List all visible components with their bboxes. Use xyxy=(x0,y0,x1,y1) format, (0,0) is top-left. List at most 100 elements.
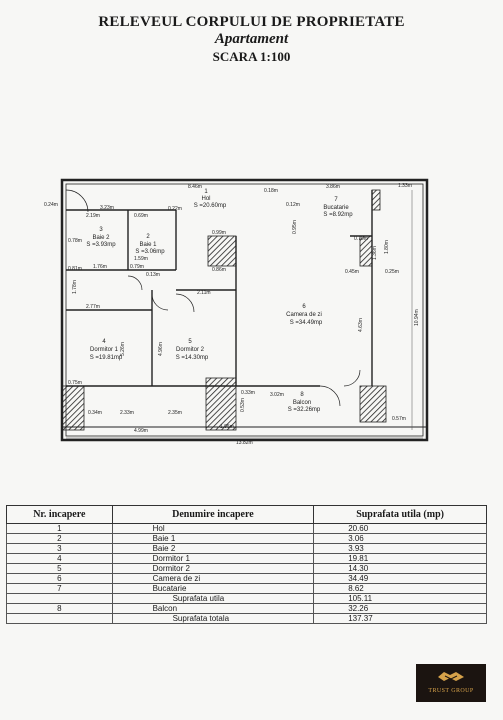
dim-label: 10.94m xyxy=(414,309,420,326)
room-name: Dormitor 1 xyxy=(90,347,119,353)
document-scale: SCARA 1:100 xyxy=(212,49,291,64)
cell-name: Baie 2 xyxy=(111,543,315,554)
dim-label: 0.57m xyxy=(392,416,406,422)
dim-label: 1.78m xyxy=(72,280,78,294)
room-name: Baie 2 xyxy=(92,235,110,241)
dim-label: 0.79m xyxy=(130,264,144,270)
dim-label: 2.77m xyxy=(86,304,100,310)
room-area: S =3.06mp xyxy=(135,249,165,255)
cell-area: 137.37 xyxy=(313,613,487,624)
dim-label: 0.69m xyxy=(134,213,148,219)
room-area: S =32.26mp xyxy=(288,407,321,413)
cell-area: 34.49 xyxy=(313,573,487,584)
room-num: 1 xyxy=(204,189,208,195)
dim-label: 4.99m xyxy=(134,428,148,434)
logo-text: TRUST GROUP xyxy=(428,688,474,694)
dim-label: 0.24m xyxy=(44,202,58,208)
dim-label: 4.63m xyxy=(358,318,364,332)
dim-label: 1.33m xyxy=(398,183,412,189)
handshake-icon xyxy=(438,672,464,681)
dim-label: 0.75m xyxy=(68,380,82,386)
cell-nr: 4 xyxy=(6,553,113,564)
col-header-name: Denumire incapere xyxy=(111,505,315,524)
dim-label: 13.82m xyxy=(236,440,253,446)
table-header-row: Nr. incapere Denumire incapere Suprafata… xyxy=(6,505,487,524)
dim-label: 2.19m xyxy=(86,213,100,219)
room-num: 4 xyxy=(102,339,106,345)
dim-label: 0.86m xyxy=(212,267,226,273)
room-area: S =19.81mp xyxy=(90,355,123,361)
cell-area: 14.30 xyxy=(313,563,487,574)
cell-nr xyxy=(6,593,113,604)
room-area: S =14.30mp xyxy=(176,355,209,361)
dim-label: 0.18m xyxy=(264,188,278,194)
cell-area: 105.11 xyxy=(313,593,487,604)
dim-label: 0.70m xyxy=(354,236,368,242)
dim-label: 1.76m xyxy=(93,264,107,270)
room-name: Hol xyxy=(201,196,210,202)
document-title: RELEVEUL CORPULUI DE PROPRIETATE xyxy=(98,14,405,30)
room-num: 6 xyxy=(302,304,306,310)
dim-label: 1.05m xyxy=(220,424,234,430)
cell-name: Baie 1 xyxy=(111,533,315,544)
cell-area: 8.62 xyxy=(313,583,487,594)
column-hatch xyxy=(61,385,85,431)
dim-label: 0.34m xyxy=(88,410,102,416)
dim-label: 0.81m xyxy=(68,266,82,272)
dim-label: 0.25m xyxy=(385,269,399,275)
cell-nr: 5 xyxy=(6,563,113,574)
dim-label: 5.26m xyxy=(120,342,126,356)
room-name: Bucatarie xyxy=(323,205,349,211)
cell-area: 19.81 xyxy=(313,553,487,564)
room-num: 8 xyxy=(300,392,304,398)
column-hatch xyxy=(205,377,237,431)
dim-label: 1.59m xyxy=(134,256,148,262)
column-hatch xyxy=(359,235,373,267)
cell-area: 32.26 xyxy=(313,603,487,614)
dim-label: 0.45m xyxy=(345,269,359,275)
room-num: 2 xyxy=(146,234,150,240)
cell-name: Balcon xyxy=(111,603,315,614)
col-header-area: Suprafata utila (mp) xyxy=(313,505,487,524)
room-area: S =20.60mp xyxy=(194,203,227,209)
room-name: Balcon xyxy=(293,400,311,406)
dim-label: 1.80m xyxy=(384,240,390,254)
dim-label: 3.02m xyxy=(270,392,284,398)
cell-nr xyxy=(6,613,113,624)
room-num: 5 xyxy=(188,339,192,345)
floor-plan: 1 Hol S =20.60mp 2 Baie 1 S =3.06mp 3 Ba… xyxy=(44,178,429,446)
dim-label: 0.53m xyxy=(240,398,246,412)
cell-name: Bucatarie xyxy=(111,583,315,594)
cell-nr: 8 xyxy=(6,603,113,614)
dim-label: 0.33m xyxy=(241,390,255,396)
room-name: Camera de zi xyxy=(286,312,322,318)
dim-label: 0.99m xyxy=(212,230,226,236)
cell-nr: 1 xyxy=(6,523,113,534)
column-hatch xyxy=(207,235,237,267)
dim-label: 2.35m xyxy=(168,410,182,416)
cell-nr: 7 xyxy=(6,583,113,594)
cell-nr: 3 xyxy=(6,543,113,554)
dim-label: 2.33m xyxy=(120,410,134,416)
dim-label: 2.11m xyxy=(197,290,211,296)
cell-name: Hol xyxy=(111,523,315,534)
dim-label: 0.95m xyxy=(292,220,298,234)
dim-label: 3.86m xyxy=(326,184,340,190)
cell-name: Dormitor 1 xyxy=(111,553,315,564)
col-header-nr: Nr. incapere xyxy=(6,505,113,524)
dim-label: 3.23m xyxy=(100,205,114,211)
cell-name: Dormitor 2 xyxy=(111,563,315,574)
column-hatch xyxy=(371,189,381,211)
document-subtitle: Apartament xyxy=(214,31,289,47)
dim-label: 8.46m xyxy=(188,184,202,190)
cell-name: Camera de zi xyxy=(111,573,315,584)
